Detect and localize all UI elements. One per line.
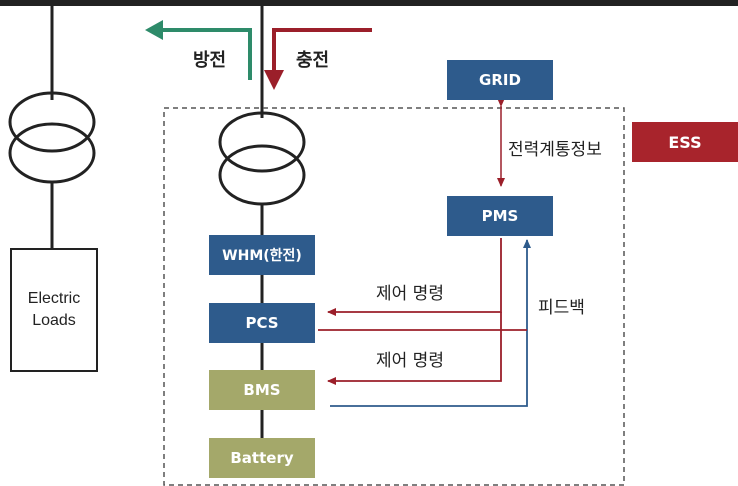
control-command-label-2: 제어 명령 xyxy=(376,351,444,371)
ess-badge: ESS xyxy=(632,122,738,162)
pcs-box: PCS xyxy=(209,303,315,343)
control-line-bms xyxy=(327,312,502,385)
electric-loads-box: Electric Loads xyxy=(10,248,98,372)
bms-box: BMS xyxy=(209,370,315,410)
grid-box: GRID xyxy=(447,60,553,100)
grid-info-label: 전력계통정보 xyxy=(508,140,602,160)
battery-box: Battery xyxy=(209,438,315,478)
right-transformer-icon xyxy=(218,111,306,206)
charge-label: 충전 xyxy=(296,50,330,71)
control-command-label-1: 제어 명령 xyxy=(376,284,444,304)
feedback-line-bms xyxy=(330,239,531,407)
ess-boundary xyxy=(163,107,625,486)
left-transformer-icon xyxy=(8,91,96,184)
charge-arrow-icon xyxy=(264,28,372,90)
pms-box: PMS xyxy=(447,196,553,236)
whm-box: WHM(한전) xyxy=(209,235,315,275)
discharge-label: 방전 xyxy=(193,50,227,71)
feedback-label: 피드백 xyxy=(538,298,585,318)
discharge-arrow-icon xyxy=(145,20,252,80)
bus-bar xyxy=(0,0,738,6)
